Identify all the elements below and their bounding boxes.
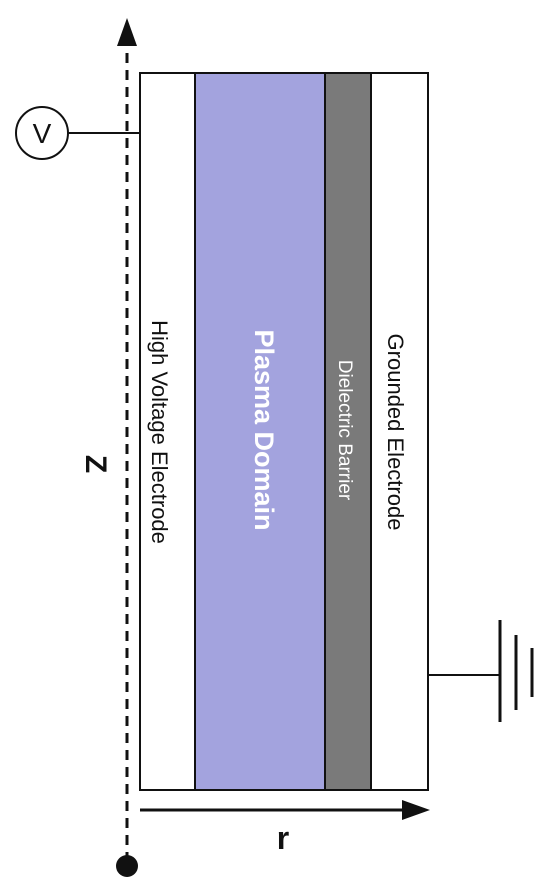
plasma-domain-label: Plasma Domain xyxy=(249,329,279,530)
voltage-source-icon xyxy=(15,106,140,160)
origin-dot xyxy=(116,855,138,877)
r-axis-arrowhead xyxy=(402,800,430,820)
z-axis-label: Z xyxy=(79,455,112,473)
z-axis-arrowhead xyxy=(117,18,137,46)
plasma-domain xyxy=(194,72,326,791)
grounded-electrode xyxy=(370,72,429,791)
ground-icon xyxy=(428,620,534,722)
voltage-source-label: V xyxy=(33,118,52,149)
high-voltage-electrode-label: High Voltage Electrode xyxy=(147,320,172,544)
grounded-electrode-label: Grounded Electrode xyxy=(383,334,408,531)
high-voltage-electrode xyxy=(139,72,196,791)
r-axis-label: r xyxy=(277,820,289,856)
dielectric-barrier-label: Dielectric Barrier xyxy=(334,360,355,501)
dielectric-barrier xyxy=(324,72,372,791)
